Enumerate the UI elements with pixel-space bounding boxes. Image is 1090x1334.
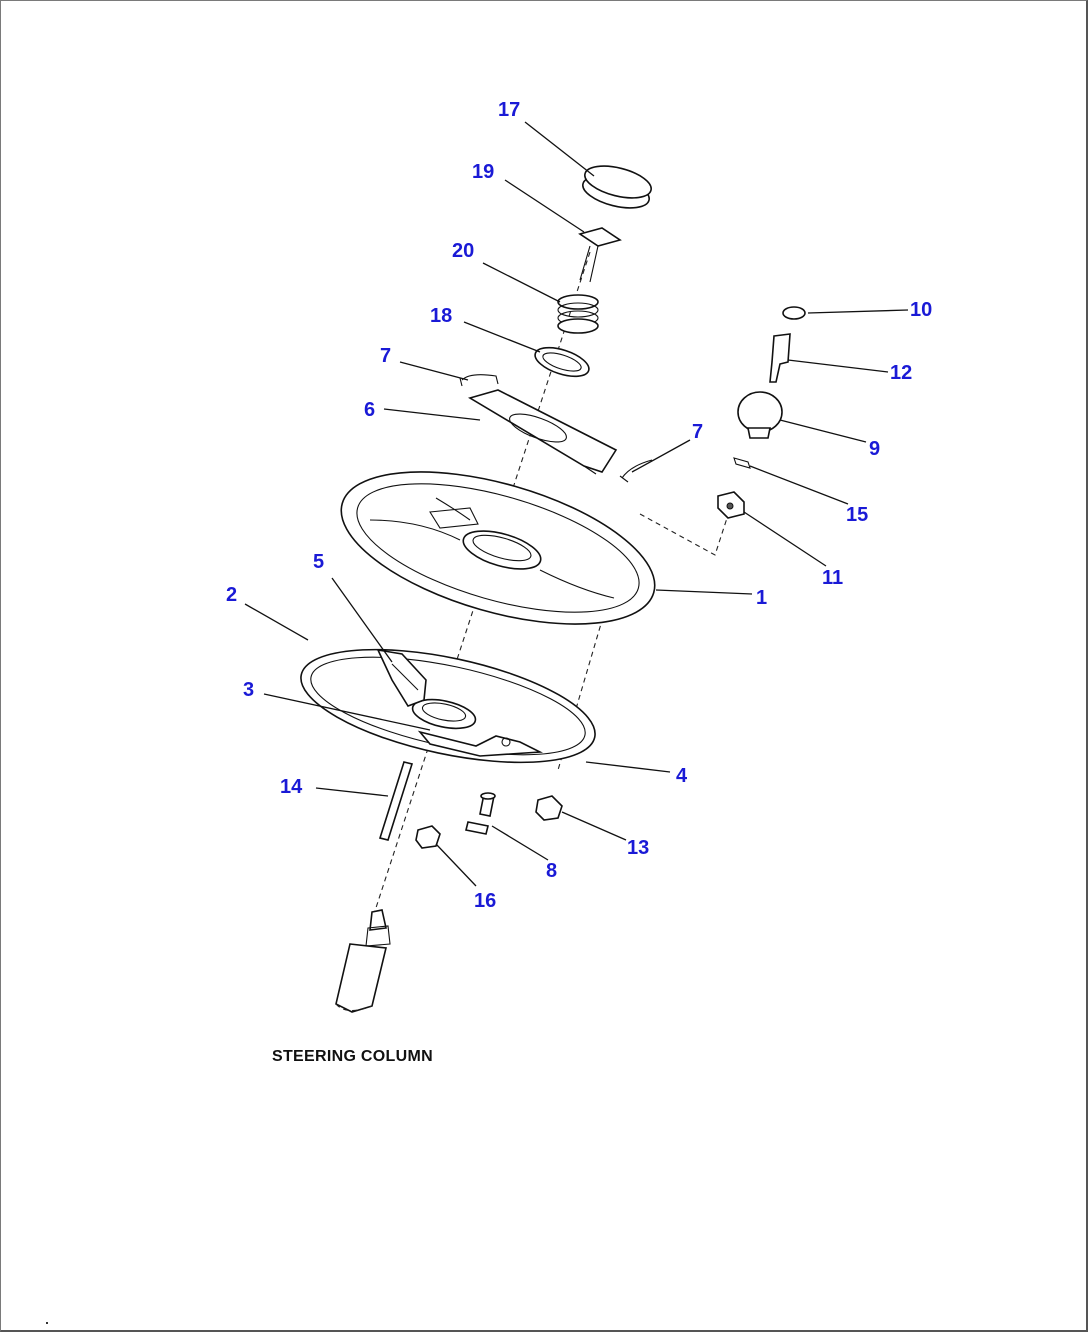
knob-cap-part	[782, 306, 806, 320]
spoke-bracket-part	[376, 648, 427, 707]
hub-plate-part	[300, 648, 596, 764]
clip-upper-part	[459, 374, 499, 387]
knob-shaft-part	[769, 333, 791, 383]
bolt-part	[465, 792, 496, 835]
callout-16: 16	[474, 890, 496, 912]
long-bolt-part	[378, 761, 414, 841]
corner-mark	[46, 1322, 48, 1324]
callout-4: 4	[676, 765, 688, 787]
callout-17: 17	[498, 99, 520, 121]
callout-2: 2	[226, 584, 237, 606]
callout-7-right: 7	[692, 421, 703, 443]
callout-13: 13	[627, 837, 649, 859]
callout-5: 5	[313, 551, 324, 573]
leader-lines	[244, 121, 909, 887]
diagram-caption: STEERING COLUMN	[272, 1048, 433, 1065]
steering-wheel-part	[340, 471, 656, 625]
callout-12: 12	[890, 362, 912, 384]
callout-14: 14	[280, 776, 303, 798]
callout-8: 8	[546, 860, 557, 882]
cover-plate-part	[468, 389, 618, 475]
column-nut-part	[415, 825, 441, 849]
callout-18: 18	[430, 305, 452, 327]
callout-20: 20	[452, 240, 474, 262]
callout-3: 3	[243, 679, 254, 701]
contact-plate-part	[578, 227, 622, 283]
callout-15: 15	[846, 504, 868, 526]
callout-11: 11	[822, 567, 843, 589]
callout-10: 10	[910, 299, 932, 321]
callout-19: 19	[472, 161, 494, 183]
clamp-block-part	[717, 491, 745, 519]
spring-part	[557, 294, 599, 334]
steering-column-part	[335, 909, 391, 1013]
callout-1: 1	[756, 587, 767, 609]
ring-part	[534, 346, 590, 378]
horn-cap-part	[582, 165, 652, 209]
screw-part	[733, 457, 751, 469]
callout-9: 9	[869, 438, 880, 460]
callout-6: 6	[364, 399, 375, 421]
clip-right-part	[619, 459, 653, 483]
callout-labels: 17 19 20 18 7 6 7 10 12 9 15 11 1 5 2 3 …	[226, 99, 932, 912]
nut-part	[535, 795, 563, 821]
callout-7-upper: 7	[380, 345, 391, 367]
hub-part	[417, 730, 543, 757]
spinner-knob-part	[737, 391, 783, 439]
